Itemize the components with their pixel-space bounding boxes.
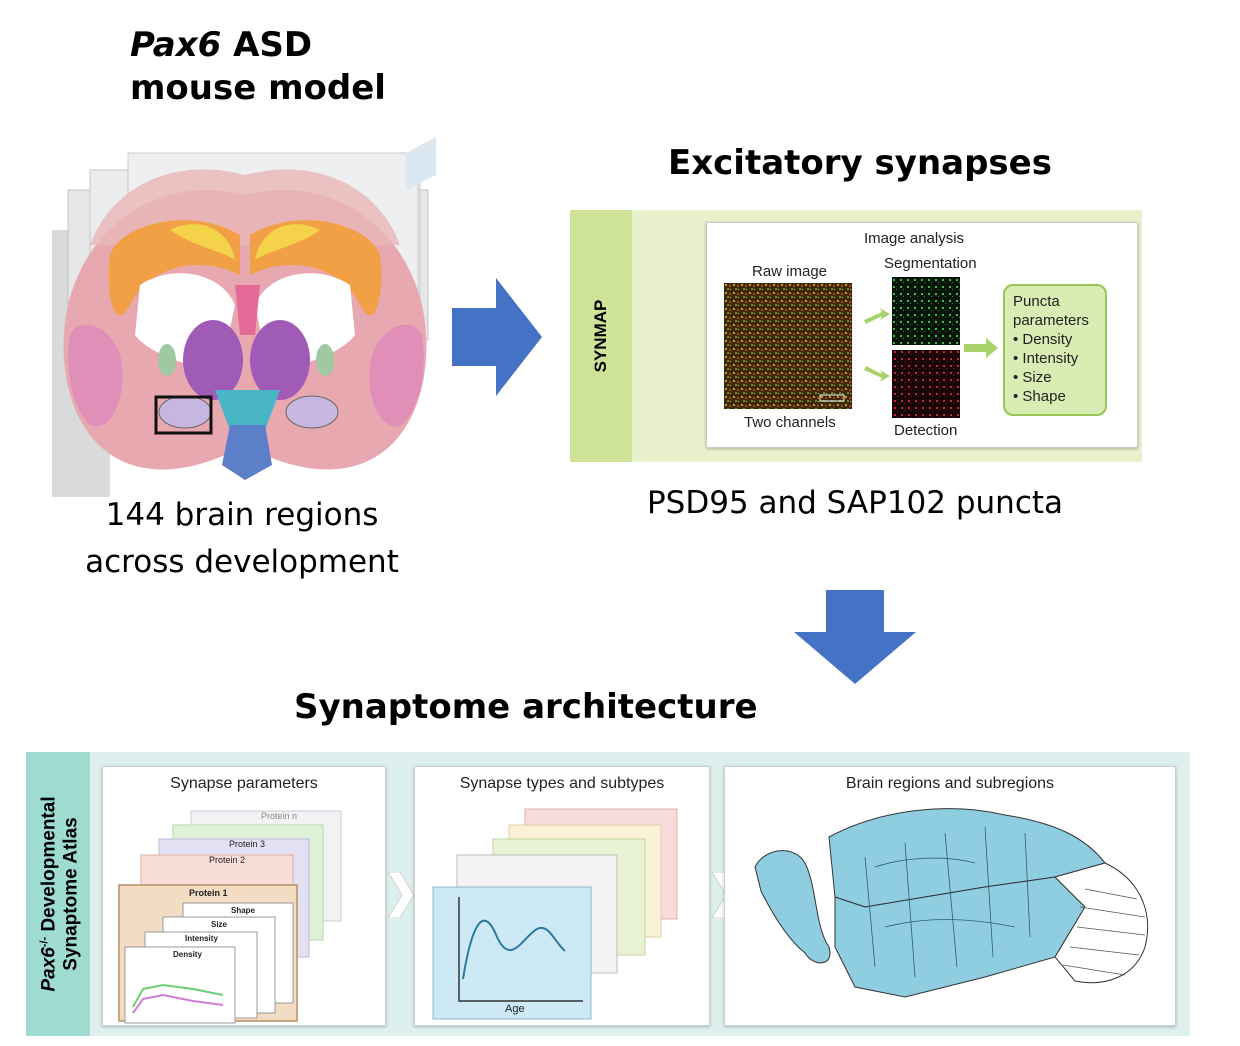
age-axis-label: Age	[505, 1003, 525, 1015]
image-analysis-label: Image analysis	[864, 230, 965, 247]
hippocampus-right	[285, 395, 339, 429]
arrow-right-icon	[452, 278, 542, 396]
synapses-caption: PSD95 and SAP102 puncta	[646, 485, 1064, 521]
puncta-parameters-box: Puncta parameters • Density • Intensity …	[1003, 284, 1107, 416]
synmap-side-bar: SYNMAP	[570, 210, 632, 462]
thalamus-right	[250, 320, 310, 400]
brain-regions-card: Brain regions and subregions	[724, 766, 1176, 1026]
detection-red-thumbnail	[892, 350, 960, 418]
puncta-heading-1: Puncta	[1013, 293, 1060, 310]
protein-2-label: Protein 2	[209, 855, 246, 865]
protein-stack-illustration	[118, 810, 342, 1024]
synapse-parameters-title: Synapse parameters	[170, 775, 318, 792]
amygdala-region	[222, 425, 272, 480]
sagittal-brain-map	[754, 808, 1149, 998]
model-title-suffix: ASD	[221, 25, 313, 65]
atlas-label-line2: Synaptome Atlas	[60, 817, 82, 971]
hippocampus-left	[158, 395, 212, 429]
highlighted-region-box	[154, 395, 213, 435]
atlas-label-rest: Developmental	[38, 796, 60, 937]
puncta-item-size: • Size	[1013, 369, 1052, 386]
architecture-title: Synaptome architecture	[294, 687, 758, 727]
temporal-right	[369, 324, 424, 427]
model-title: Pax6 ASD mouse model	[130, 24, 386, 109]
cortex-yellow-left	[170, 224, 235, 260]
puncta-item-shape: • Shape	[1013, 388, 1066, 405]
puncta-item-density: • Density	[1013, 331, 1073, 348]
thalamus-left	[183, 320, 243, 400]
atlas-side-label: Pax6-/- Developmental Synaptome Atlas	[33, 796, 82, 991]
detection-label: Detection	[894, 422, 958, 439]
param-shape-label: Shape	[231, 906, 256, 915]
param-size-label: Size	[211, 920, 228, 929]
striatum-right	[316, 344, 334, 376]
coronal-brain-illustration	[52, 137, 436, 497]
section-plane	[406, 137, 436, 190]
synaptome-atlas-panel: Pax6-/- Developmental Synaptome Atlas Sy…	[26, 752, 1190, 1036]
protein-n-label: Protein n	[261, 811, 298, 821]
puncta-item-intensity: • Intensity	[1013, 350, 1079, 367]
model-title-line2: mouse model	[130, 67, 386, 108]
atlas-side-bar: Pax6-/- Developmental Synaptome Atlas	[26, 752, 90, 1036]
two-channels-label: Two channels	[744, 414, 836, 431]
synapse-types-title: Synapse types and subtypes	[459, 775, 665, 792]
model-title-gene: Pax6	[130, 25, 222, 65]
synapse-types-card: Synapse types and subtypes Age	[414, 766, 710, 1026]
atlas-genotype-sup: -/-	[38, 936, 51, 948]
midline-structure	[235, 285, 260, 335]
cortex-yellow-right	[255, 224, 320, 260]
temporal-left	[68, 324, 123, 427]
hypothalamus	[215, 390, 280, 430]
segmentation-label: Segmentation	[884, 255, 977, 272]
brain-regions-title: Brain regions and subregions	[845, 775, 1055, 792]
atlas-gene-label: Pax6	[38, 947, 60, 992]
protein-3-label: Protein 3	[229, 839, 266, 849]
synapse-parameters-card: Synapse parameters Protein n Protein 3 P…	[102, 766, 386, 1026]
segmentation-green-thumbnail	[892, 277, 960, 345]
chevron-right-icon	[388, 872, 414, 918]
striatum-left	[158, 344, 176, 376]
brain-caption-line1: 144 brain regions	[105, 497, 379, 533]
protein-1-label: Protein 1	[189, 888, 228, 898]
synmap-label: SYNMAP	[591, 299, 610, 373]
synapses-title: Excitatory synapses	[668, 143, 1052, 183]
brain-caption: 144 brain regions across development	[62, 492, 422, 585]
synapse-types-plots	[432, 808, 678, 1020]
param-intensity-label: Intensity	[185, 934, 218, 943]
arrow-down-icon	[794, 590, 916, 684]
puncta-heading-2: parameters	[1013, 312, 1089, 329]
brain-caption-line2: across development	[85, 543, 399, 580]
raw-image-label: Raw image	[752, 263, 828, 280]
flow-arrows-icon	[864, 308, 998, 382]
param-density-label: Density	[173, 950, 202, 959]
raw-image-thumbnail	[724, 283, 852, 409]
